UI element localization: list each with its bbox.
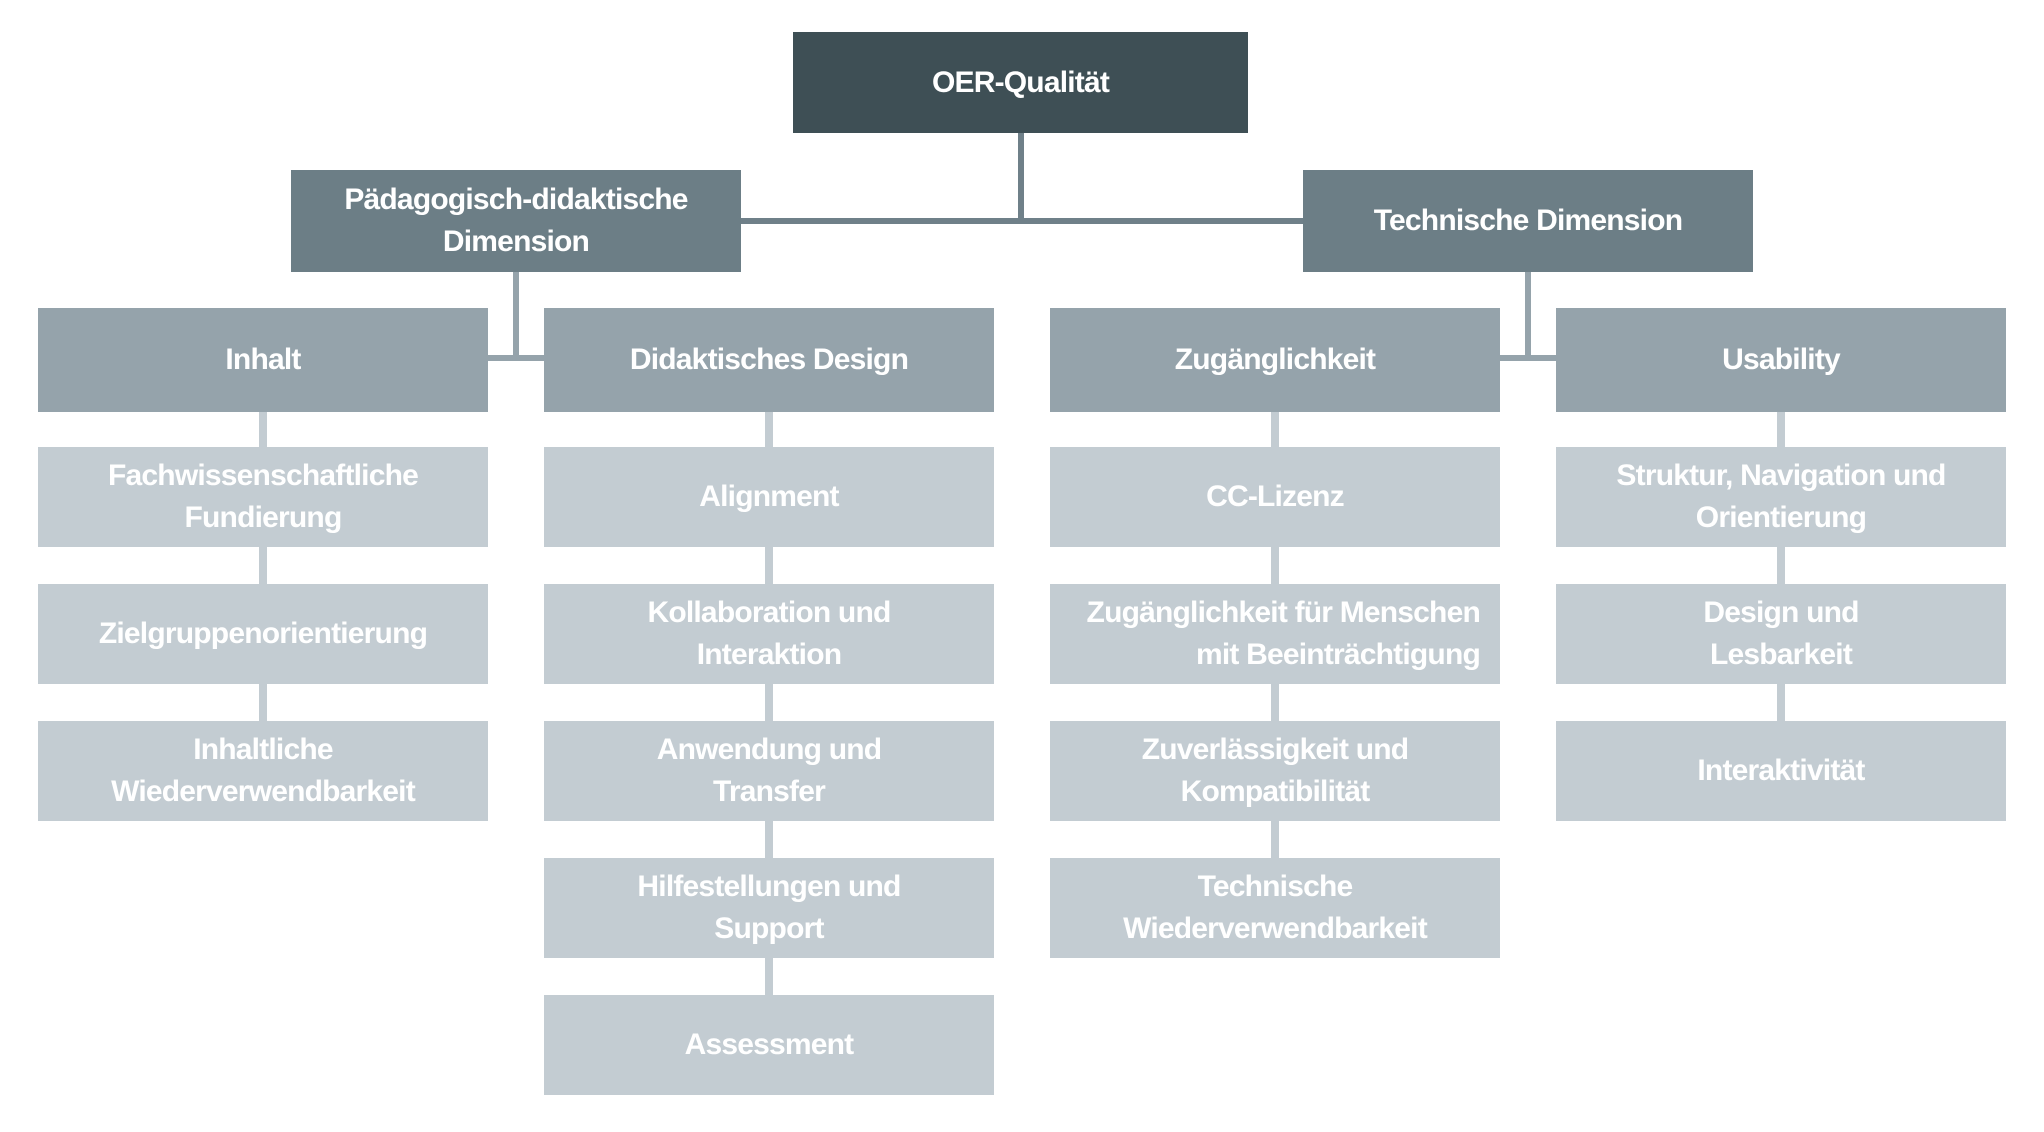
criterion-label: Kollaboration und Interaktion [647, 596, 891, 671]
category-header-label: Didaktisches Design [629, 343, 909, 376]
criterion-node-design-und-lesbarkeit: Design und Lesbarkeit [1556, 547, 2006, 684]
criterion-node-cc-lizenz: CC-Lizenz [1050, 412, 1500, 547]
criterion-label: CC-Lizenz [1206, 480, 1345, 513]
criterion-label: Zugänglichkeit für Menschen mit Beeinträ… [1086, 596, 1481, 671]
dimension-node-paedagogisch-didaktisch: Pädagogisch-didaktische Dimension [291, 170, 741, 272]
root-node-label: OER-Qualität [931, 65, 1110, 99]
connector-paedagogisch-vertical [513, 272, 519, 359]
criterion-node-alignment: Alignment [544, 412, 994, 547]
connector-root-vertical [1018, 133, 1024, 221]
category-header-label: Usability [1722, 343, 1841, 376]
category-header-label: Zugänglichkeit [1174, 343, 1376, 376]
criterion-node-interaktivitaet: Interaktivität [1556, 684, 2006, 821]
criterion-label: Zielgruppenorientierung [98, 617, 428, 650]
criterion-label: Fachwissenschaftliche Fundierung [108, 459, 419, 534]
connector-technisch-horizontal [1500, 355, 1556, 361]
connector-paedagogisch-horizontal [488, 355, 544, 361]
criterion-label: Technische Wiederverwendbarkeit [1123, 870, 1428, 945]
connector-technisch-vertical [1525, 272, 1531, 359]
criterion-node-fachwissenschaftliche-fundierung: Fachwissenschaftliche Fundierung [38, 412, 488, 547]
criterion-node-anwendung-und-transfer: Anwendung und Transfer [544, 684, 994, 821]
criterion-label: Anwendung und Transfer [656, 733, 882, 808]
criterion-node-kollaboration-und-interaktion: Kollaboration und Interaktion [544, 547, 994, 684]
dimension-node-label: Technische Dimension [1373, 204, 1683, 237]
criterion-node-inhaltliche-wiederverwendbarkeit: Inhaltliche Wiederverwendbarkeit [38, 684, 488, 821]
criterion-label: Assessment [684, 1028, 855, 1061]
criterion-label: Zuverlässigkeit und Kompatibilität [1141, 733, 1409, 808]
criterion-node-technische-wiederverwendbarkeit: Technische Wiederverwendbarkeit [1050, 821, 1500, 958]
criterion-node-struktur-navigation-orientierung: Struktur, Navigation und Orientierung [1556, 412, 2006, 547]
connector-root-horizontal [741, 218, 1303, 224]
category-header-usability: Usability [1556, 308, 2006, 412]
category-header-label: Inhalt [225, 343, 301, 376]
criterion-node-assessment: Assessment [544, 958, 994, 1095]
criterion-label: Struktur, Navigation und Orientierung [1616, 459, 1946, 534]
criterion-node-zuverlaessigkeit-und-kompatibilitaet: Zuverlässigkeit und Kompatibilität [1050, 684, 1500, 821]
criterion-label: Interaktivität [1697, 754, 1865, 787]
category-header-inhalt: Inhalt [38, 308, 488, 412]
category-header-zugaenglichkeit: Zugänglichkeit [1050, 308, 1500, 412]
category-header-didaktisches-design: Didaktisches Design [544, 308, 994, 412]
dimension-node-technisch: Technische Dimension [1303, 170, 1753, 272]
criterion-label: Alignment [699, 480, 839, 513]
criterion-node-hilfestellungen-und-support: Hilfestellungen und Support [544, 821, 994, 958]
criterion-label: Design und Lesbarkeit [1703, 596, 1859, 671]
root-node-oer-qualitaet: OER-Qualität [793, 32, 1248, 133]
criterion-label: Inhaltliche Wiederverwendbarkeit [111, 733, 416, 808]
dimension-node-label: Pädagogisch-didaktische Dimension [344, 183, 688, 258]
criterion-node-zielgruppenorientierung: Zielgruppenorientierung [38, 547, 488, 684]
criterion-node-zugaenglichkeit-beeintraechtigung: Zugänglichkeit für Menschen mit Beeinträ… [1050, 547, 1500, 684]
criterion-label: Hilfestellungen und Support [637, 870, 901, 945]
